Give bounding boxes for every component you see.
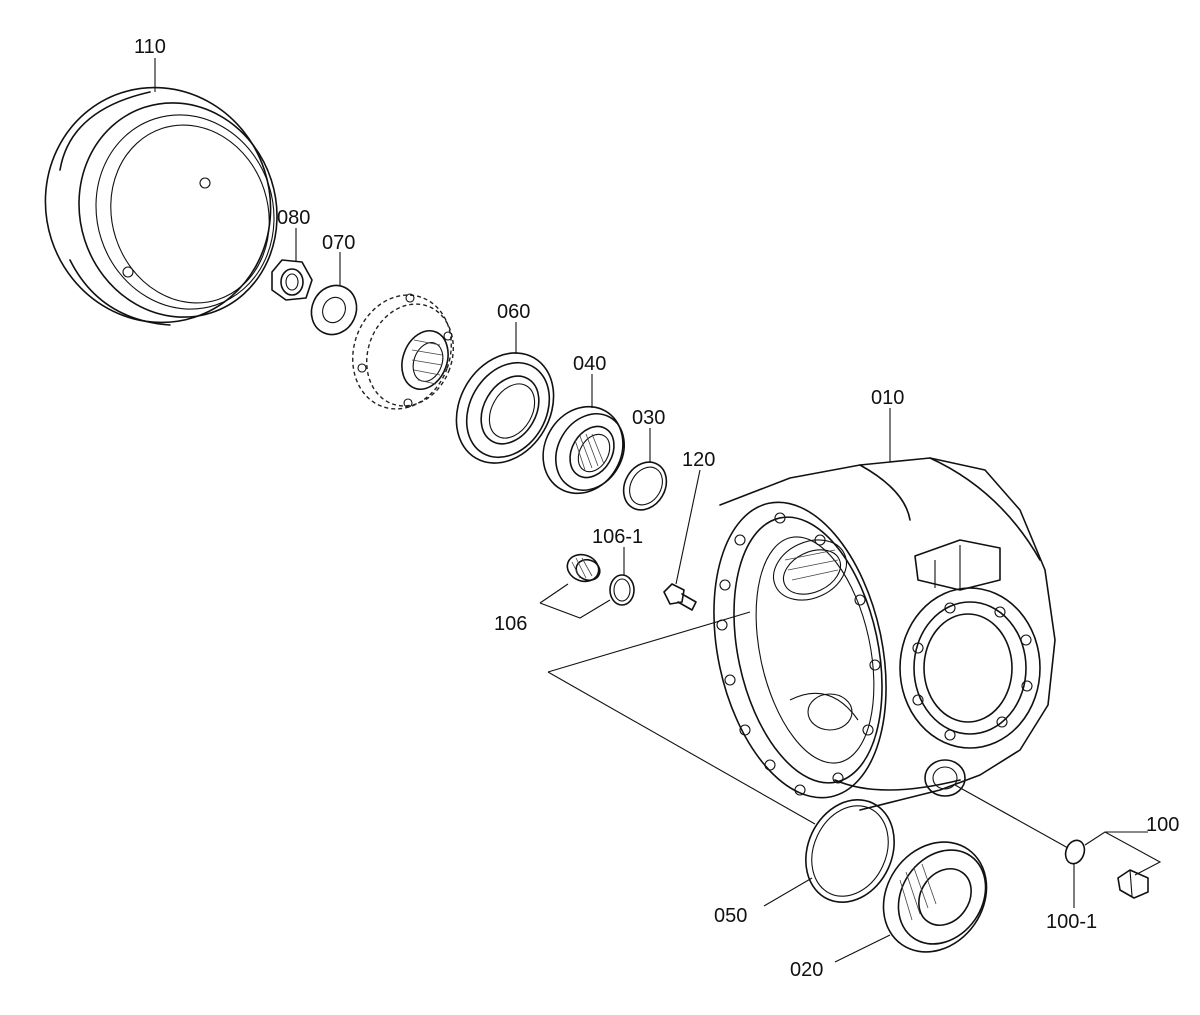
- label-100-1: 100-1: [1046, 911, 1097, 933]
- label-020: 020: [790, 959, 823, 981]
- part-040-bearing: [542, 405, 625, 495]
- label-106: 106: [494, 613, 527, 635]
- part-060-seal: [455, 352, 555, 464]
- label-120: 120: [682, 449, 715, 471]
- label-070: 070: [322, 232, 355, 254]
- part-100-plug: [1117, 869, 1149, 899]
- label-040: 040: [573, 353, 606, 375]
- label-110: 110: [134, 36, 166, 58]
- part-070-washer: [310, 284, 358, 336]
- part-050-o-ring: [805, 798, 895, 904]
- label-010: 010: [871, 387, 904, 409]
- label-060: 060: [497, 301, 530, 323]
- label-100: 100: [1146, 814, 1179, 836]
- label-030: 030: [632, 407, 665, 429]
- part-100-1-seal-ring: [1064, 839, 1086, 865]
- part-120-bolt: [663, 583, 697, 611]
- part-030-snap-ring: [622, 461, 668, 511]
- part-080-nut: [271, 259, 313, 301]
- leader-lines: [154, 58, 1162, 963]
- gear-hub: [352, 293, 454, 410]
- label-050: 050: [714, 905, 747, 927]
- label-080: 080: [277, 207, 310, 229]
- part-106-1-ring: [609, 574, 635, 606]
- part-labels: 110 080 070 060 040 030 010 120 106-1 10…: [134, 36, 1179, 981]
- part-110-drum: [44, 86, 278, 326]
- part-010-housing: [713, 457, 1056, 811]
- part-106-plug: [566, 553, 601, 583]
- part-020-bearing: [882, 841, 988, 953]
- label-106-1: 106-1: [592, 526, 643, 548]
